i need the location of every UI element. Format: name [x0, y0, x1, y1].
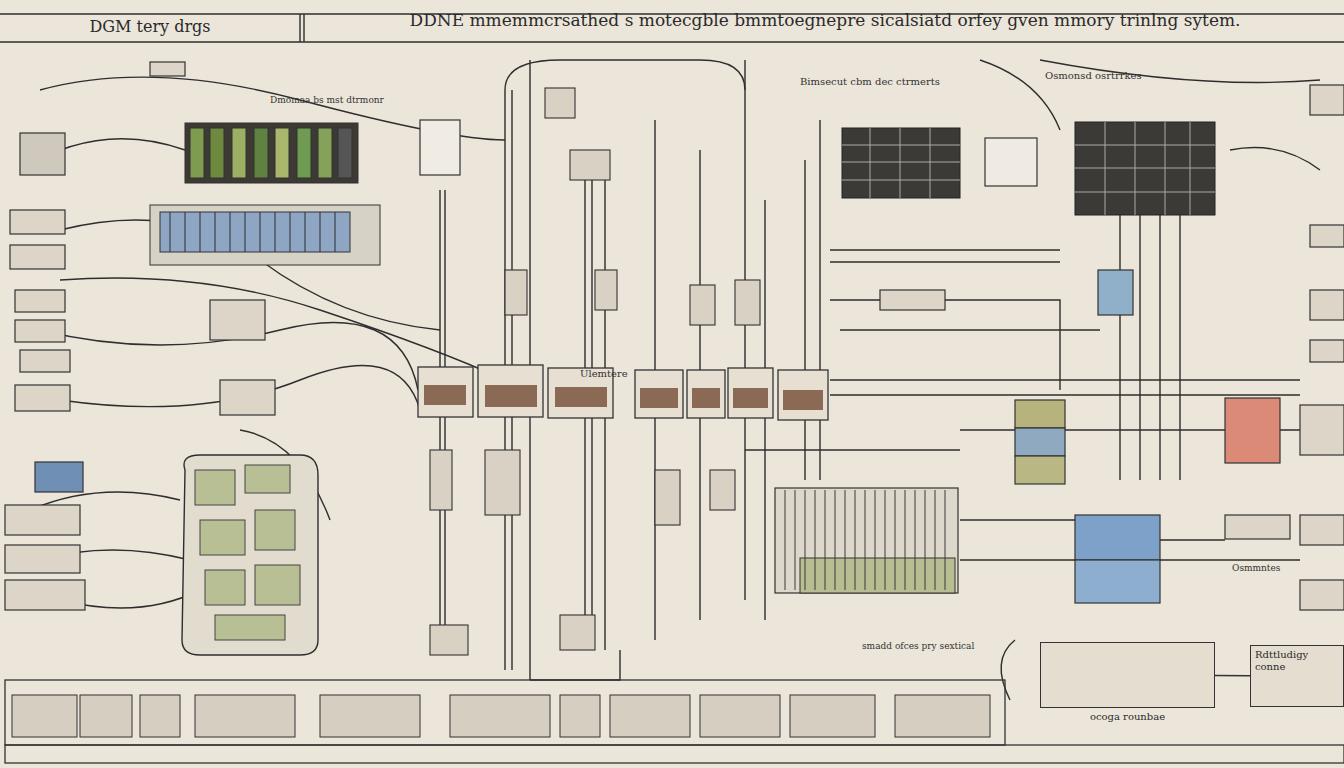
node-text: Rdttludigy conne: [1251, 646, 1343, 676]
annotation-label: Osmmntes: [1232, 563, 1280, 573]
node-text: ocoga rounbae: [1041, 707, 1214, 726]
annotation-label: Bimsecut cbm dec ctrmerts: [800, 76, 940, 88]
annotation-label: Dmomaa bs mst dtrmonr: [270, 95, 384, 105]
connector: [1215, 675, 1250, 677]
process-box: ocoga rounbae: [1040, 642, 1215, 708]
annotation-label: Ulemtere: [580, 368, 628, 380]
annotation-label: smadd ofces pry sextical: [862, 641, 974, 651]
process-box: Rdttludigy conne: [1250, 645, 1344, 707]
annotation-label: Osmonsd osrtrrkes: [1045, 70, 1142, 82]
node-text: DGM tery drgs: [0, 14, 300, 39]
process-box: DGM tery drgs: [0, 14, 300, 42]
diagram-title: DDNE mmemmcrsathed s motecgble bmmtoegne…: [310, 10, 1340, 30]
